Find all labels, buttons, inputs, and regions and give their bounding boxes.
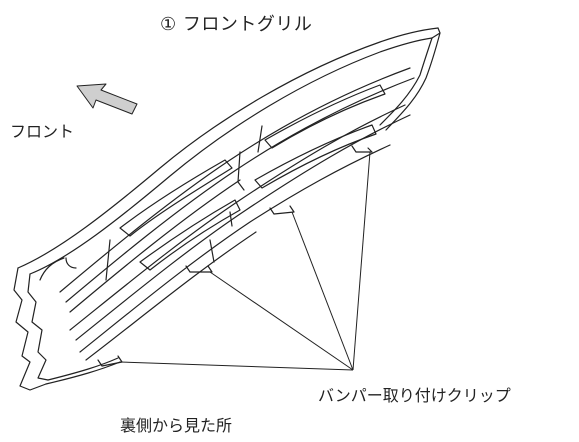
part-name: フロントグリル [182,14,313,35]
bumper-clip-label: バンパー取り付けクリップ [318,386,511,405]
diagram-title: ① フロントグリル [160,16,312,34]
clip-leader-lines [119,151,371,371]
front-direction-label: フロント [10,122,75,141]
front-arrow-icon [76,83,138,115]
rear-view-caption: 裏側から見た所 [120,416,233,435]
grille-body [13,27,441,391]
part-number: ① [160,14,177,35]
